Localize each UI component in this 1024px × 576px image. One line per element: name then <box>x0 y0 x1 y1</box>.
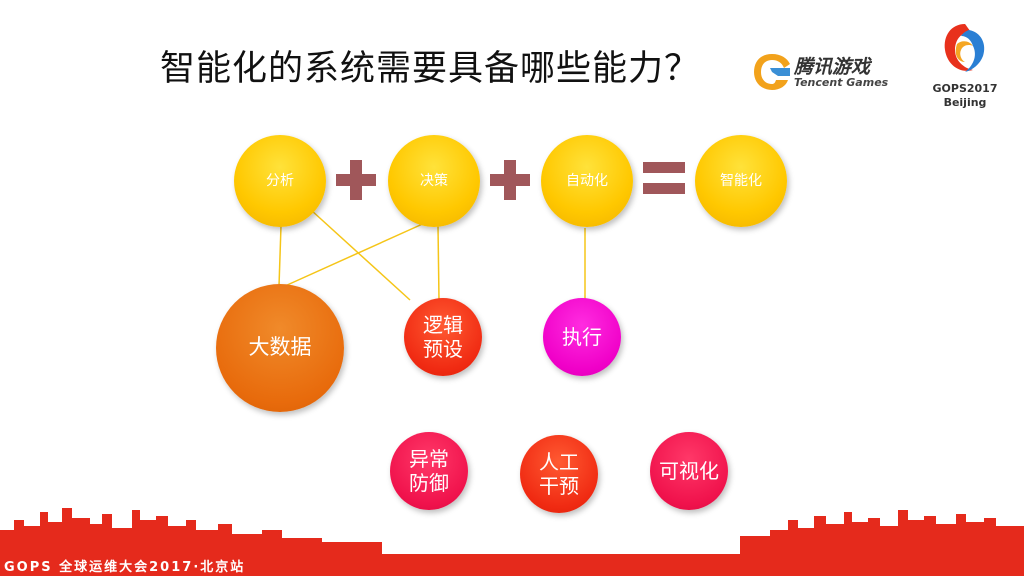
node-decision: 决策 <box>388 135 480 227</box>
node-intelligence: 智能化 <box>695 135 787 227</box>
node-intelligence-label: 智能化 <box>720 173 762 190</box>
node-execute: 执行 <box>543 298 621 376</box>
node-bigdata: 大数据 <box>216 284 344 412</box>
connector-analysis-logic <box>311 210 410 300</box>
node-execute-label: 执行 <box>562 325 602 349</box>
footer-text: GOPS 全球运维大会2017·北京站 <box>4 556 245 575</box>
node-analysis-label: 分析 <box>266 173 294 190</box>
node-anomaly-defense-label: 异常 防御 <box>409 447 449 495</box>
plus-icon <box>336 160 376 200</box>
city-skyline-decoration <box>0 490 1024 556</box>
node-automation: 自动化 <box>541 135 633 227</box>
node-logic-preset: 逻辑 预设 <box>404 298 482 376</box>
connector-analysis-bigdata <box>279 226 281 286</box>
node-decision-label: 决策 <box>420 173 448 190</box>
node-logic-preset-label: 逻辑 预设 <box>423 313 463 361</box>
node-analysis: 分析 <box>234 135 326 227</box>
node-automation-label: 自动化 <box>566 173 608 190</box>
plus-icon <box>490 160 530 200</box>
node-visualization-label: 可视化 <box>659 459 719 483</box>
equals-icon <box>643 162 685 196</box>
connector-decision-logic <box>438 226 439 300</box>
node-bigdata-label: 大数据 <box>249 335 312 360</box>
connector-decision-bigdata <box>285 222 427 286</box>
